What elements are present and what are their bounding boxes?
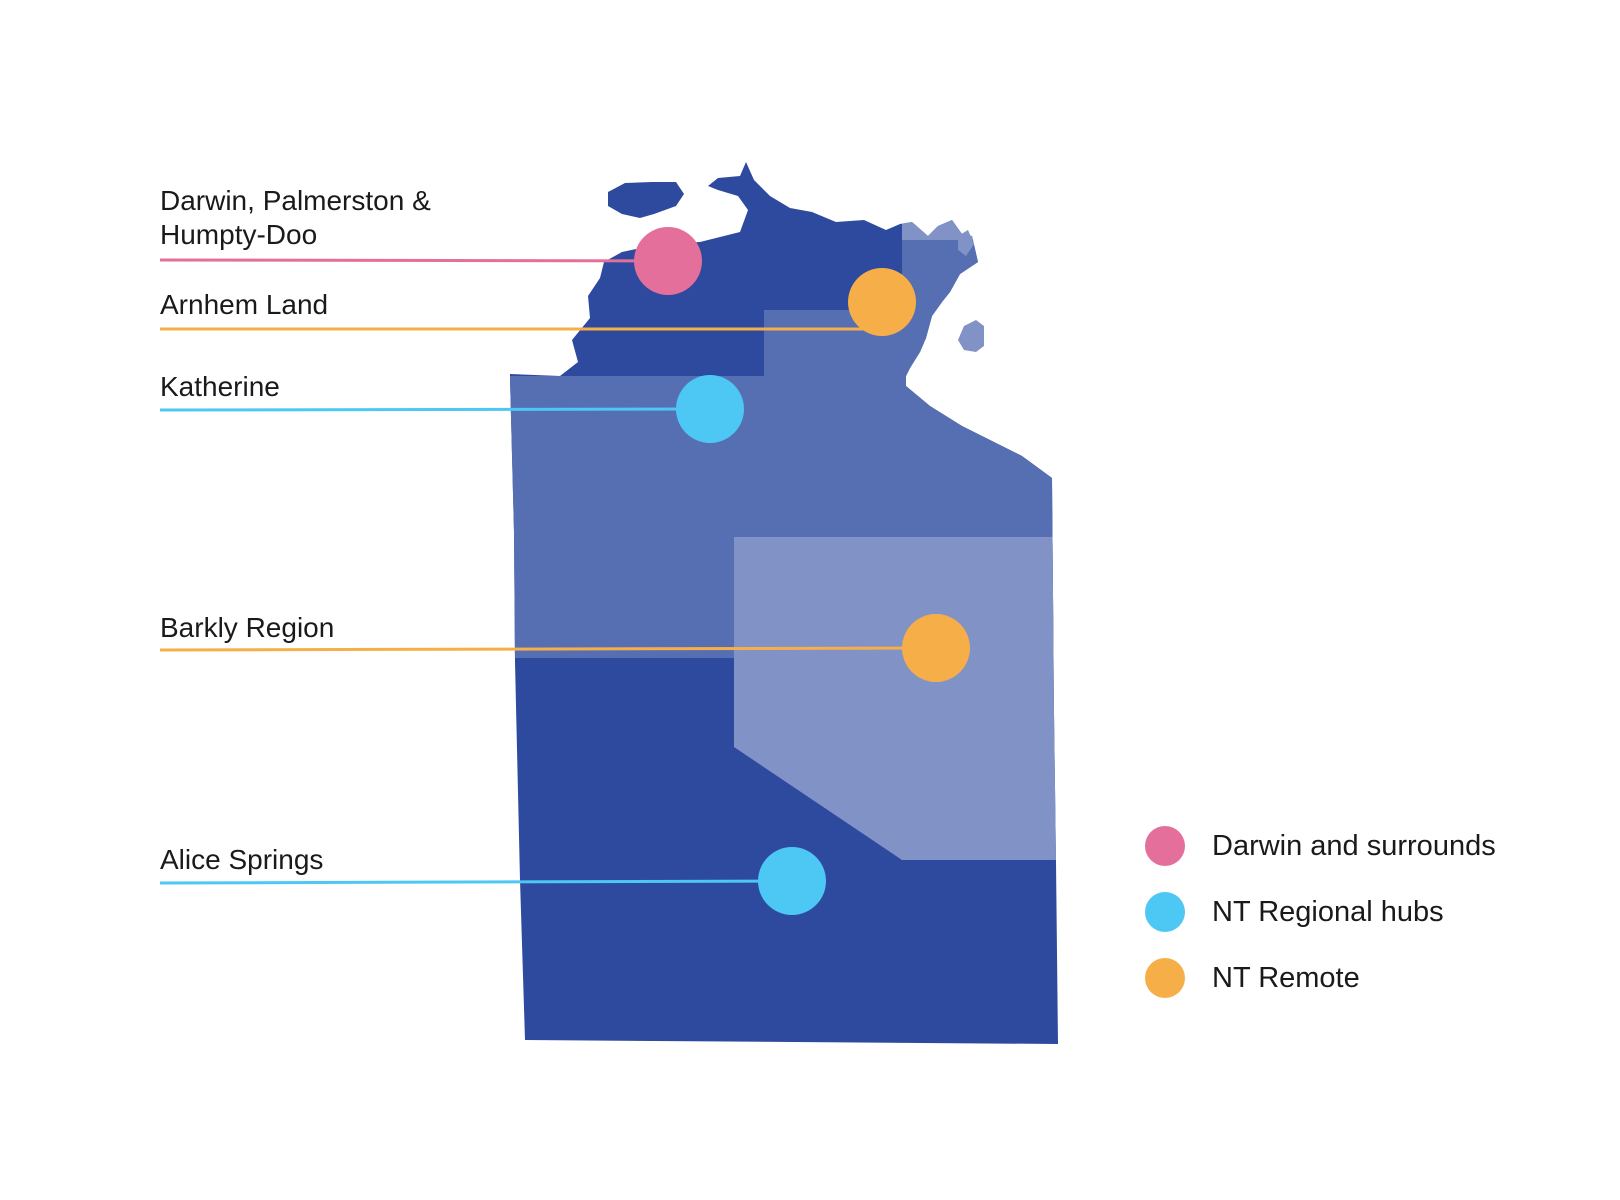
legend-dot-orange — [1145, 958, 1185, 998]
legend-dot-pink — [1145, 826, 1185, 866]
marker-alice[interactable] — [758, 847, 826, 915]
leader-line-barkly — [159, 646, 937, 652]
label-katherine: Katherine — [160, 371, 280, 402]
marker-darwin[interactable] — [634, 227, 702, 295]
legend-label-regional: NT Regional hubs — [1212, 896, 1444, 928]
nt-regions — [510, 162, 1058, 1044]
marker-barkly[interactable] — [902, 614, 970, 682]
leader-line-katherine — [159, 407, 711, 412]
label-alice: Alice Springs — [160, 844, 324, 875]
leader-line-alice — [159, 879, 793, 885]
legend-dot-blue — [1145, 892, 1185, 932]
legend-label-darwin: Darwin and surrounds — [1212, 830, 1496, 862]
marker-katherine[interactable] — [676, 375, 744, 443]
legend-label-remote: NT Remote — [1212, 962, 1360, 994]
label-arnhem: Arnhem Land — [160, 289, 329, 320]
island-groote — [958, 320, 984, 352]
marker-arnhem[interactable] — [848, 268, 916, 336]
leader-line-darwin — [159, 258, 669, 263]
label-barkly: Barkly Region — [160, 612, 335, 643]
region-barkly — [734, 537, 1058, 860]
island-tiwi — [608, 182, 684, 218]
island-east — [958, 230, 974, 256]
label-darwin: Darwin, Palmerston & Humpty-Doo — [160, 185, 431, 250]
